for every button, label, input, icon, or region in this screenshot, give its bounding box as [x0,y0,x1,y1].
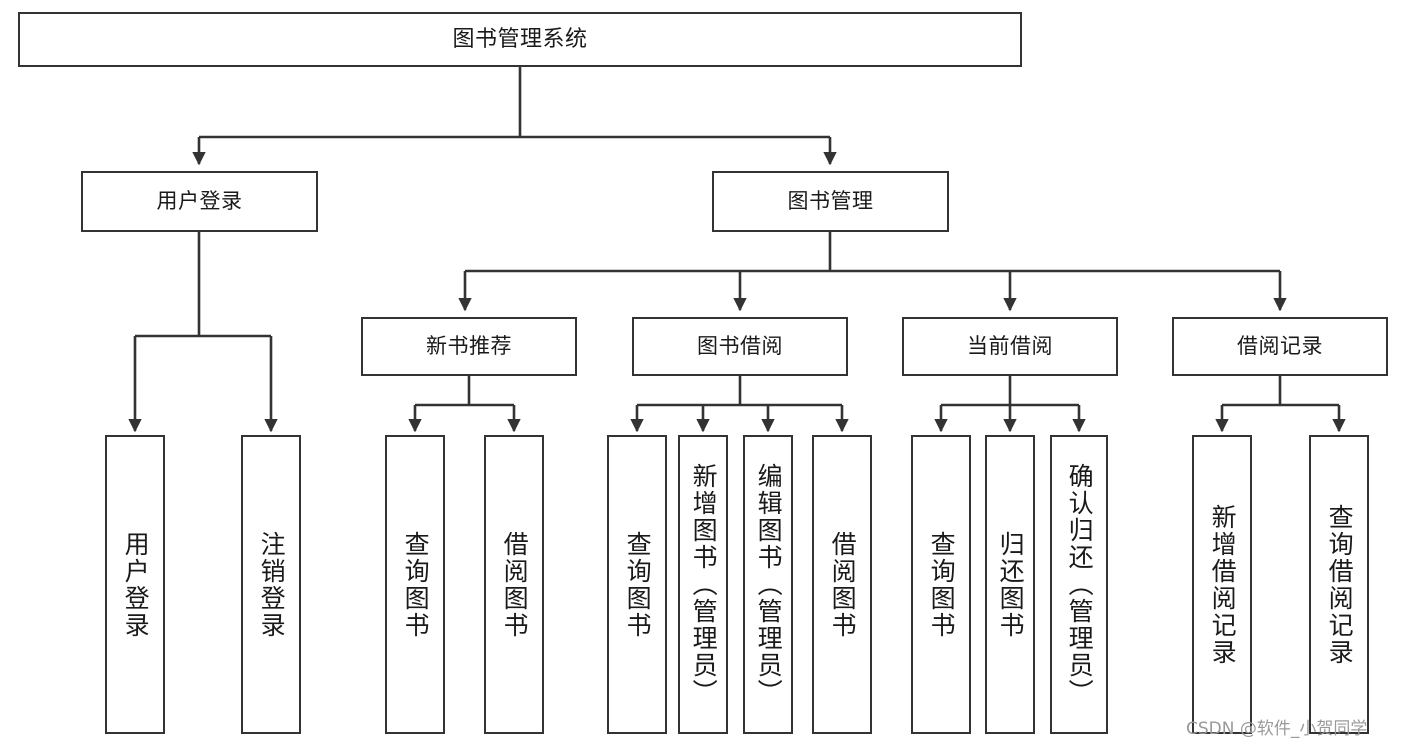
leaf-add-borrow-record[interactable]: 新增借阅记录 [1192,435,1252,734]
node-label: 借阅记录 [1237,334,1323,359]
node-label: 借阅图书 [828,530,858,639]
leaf-borrow-book[interactable]: 借阅图书 [812,435,872,734]
leaf-query-book-borrow[interactable]: 查询图书 [607,435,667,734]
node-label: 查询图书 [401,530,431,639]
node-label: 用户登录 [121,530,151,639]
node-label: 新增借阅记录 [1208,503,1238,666]
node-label: 图书借阅 [697,334,783,359]
node-label: 归还图书 [996,530,1026,639]
node-label: 新增图书（管理员） [689,463,719,706]
leaf-edit-book[interactable]: 编辑图书（管理员） [743,435,793,734]
node-label: 查询图书 [927,530,957,639]
node-label: 借阅图书 [500,530,530,639]
node-label: 注销登录 [257,530,287,639]
leaf-query-borrow-record[interactable]: 查询借阅记录 [1309,435,1369,734]
node-label: 新书推荐 [426,334,512,359]
node-label: 查询图书 [623,530,653,639]
leaf-query-book-current[interactable]: 查询图书 [911,435,971,734]
node-label: 图书管理 [787,189,874,214]
node-label: 编辑图书（管理员） [754,463,784,706]
node-new-book-recommend[interactable]: 新书推荐 [361,317,577,376]
leaf-confirm-return[interactable]: 确认归还（管理员） [1050,435,1108,734]
node-book-management[interactable]: 图书管理 [712,171,949,232]
leaf-logout-login[interactable]: 注销登录 [241,435,301,734]
node-label: 当前借阅 [967,334,1053,359]
node-label: 查询借阅记录 [1325,503,1355,666]
node-label: 用户登录 [156,189,243,214]
node-user-login[interactable]: 用户登录 [81,171,318,232]
leaf-query-book-recommend[interactable]: 查询图书 [385,435,445,734]
csdn-watermark: CSDN @软件_小贺同学 [1186,719,1368,739]
leaf-user-login[interactable]: 用户登录 [105,435,165,734]
leaf-return-book[interactable]: 归还图书 [985,435,1035,734]
node-borrow-record[interactable]: 借阅记录 [1172,317,1388,376]
node-book-borrow[interactable]: 图书借阅 [632,317,848,376]
node-root-system[interactable]: 图书管理系统 [18,12,1022,67]
leaf-borrow-book-recommend[interactable]: 借阅图书 [484,435,544,734]
node-label: 图书管理系统 [452,26,588,52]
node-current-borrow[interactable]: 当前借阅 [902,317,1118,376]
node-label: 确认归还（管理员） [1065,463,1095,706]
leaf-add-book[interactable]: 新增图书（管理员） [678,435,728,734]
